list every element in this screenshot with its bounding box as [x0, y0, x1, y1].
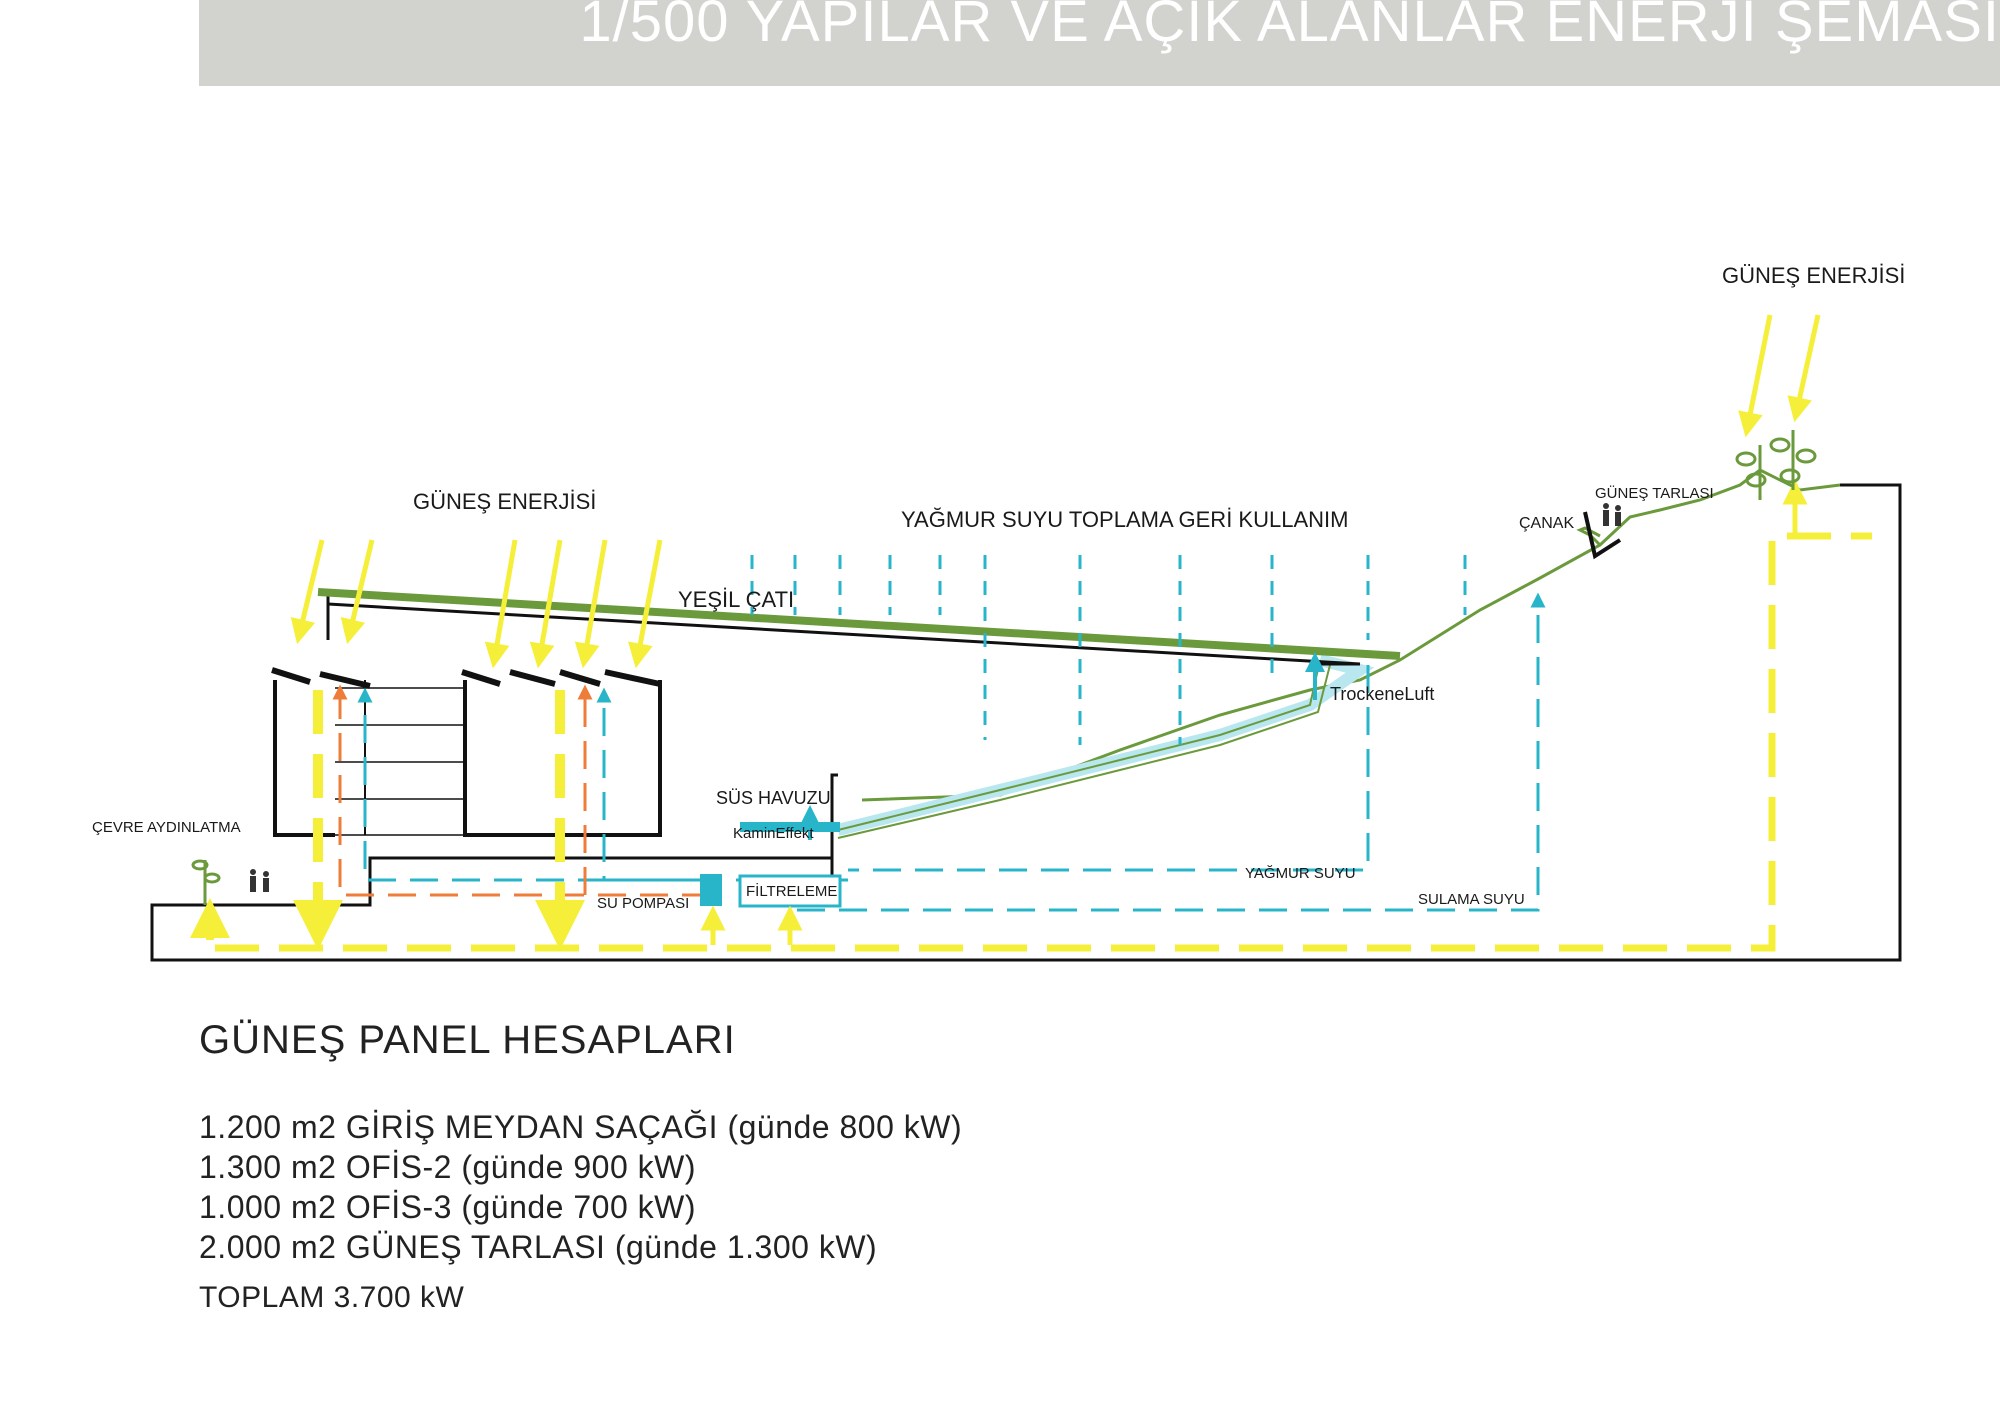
filtering-box	[738, 874, 842, 908]
solar-rays-right	[1738, 314, 1821, 438]
panel-calc-line: 1.300 m2 OFİS-2 (günde 900 kW)	[199, 1149, 696, 1185]
energy-section-diagram: GÜNEŞ ENERJİSİ GÜNEŞ ENERJİSİ YAĞMUR SUY…	[92, 263, 1905, 962]
solar-panel-calculations: GÜNEŞ PANEL HESAPLARI 1.200 m2 GİRİŞ MEY…	[199, 1018, 1399, 1315]
ground-section-outline	[150, 483, 1902, 962]
label-rain-water: YAĞMUR SUYU	[1245, 865, 1356, 882]
label-rainwater-collection: YAĞMUR SUYU TOPLAMA GERİ KULLANIM	[901, 507, 1348, 532]
label-solar-field: GÜNEŞ TARLASI	[1595, 484, 1714, 502]
panel-calc-heading: GÜNEŞ PANEL HESAPLARI	[199, 1018, 736, 1062]
label-solar-energy-left: GÜNEŞ ENERJİSİ	[413, 489, 596, 514]
label-pond: SÜS HAVUZU	[716, 788, 831, 808]
page-title: 1/500 YAPILAR VE AÇIK ALANLAR ENERJİ ŞEM…	[579, 0, 2000, 54]
people-icon	[250, 503, 1621, 892]
label-chimney-effect: KaminEffekt	[733, 825, 814, 842]
label-irrigation-water: SULAMA SUYU	[1418, 891, 1525, 908]
panel-calc-line: 2.000 m2 GÜNEŞ TARLASI (günde 1.300 kW)	[199, 1229, 878, 1265]
water-pump	[700, 874, 722, 906]
tree-icon	[191, 430, 1817, 905]
label-water-pump: SU POMPASI	[597, 895, 689, 912]
label-dry-air: TrockeneLuft	[1330, 684, 1434, 704]
building-office-2	[271, 667, 465, 837]
pond	[740, 822, 840, 832]
label-ambient-lighting: ÇEVRE AYDINLATMA	[92, 819, 241, 836]
title-banner: 1/500 YAPILAR VE AÇIK ALANLAR ENERJİ ŞEM…	[199, 0, 2000, 86]
solar-energy-distribution	[190, 479, 1872, 952]
solar-rays-left	[290, 539, 663, 669]
green-roof	[317, 588, 1401, 666]
label-filtering: FİLTRELEME	[746, 882, 837, 900]
canak-bowl	[1583, 511, 1622, 560]
panel-calc-total: TOPLAM 3.700 kW	[199, 1281, 465, 1314]
panel-calc-line: 1.200 m2 GİRİŞ MEYDAN SAÇAĞI (günde 800 …	[199, 1109, 963, 1145]
label-green-roof: YEŞİL ÇATI	[678, 587, 794, 612]
label-canak: ÇANAK	[1519, 515, 1574, 532]
panel-calc-line: 1.000 m2 OFİS-3 (günde 700 kW)	[199, 1189, 696, 1225]
label-solar-energy-right: GÜNEŞ ENERJİSİ	[1722, 263, 1905, 288]
chimney-duct	[836, 654, 1375, 839]
heat-flow	[332, 684, 710, 897]
rainwater-dashes	[750, 555, 1467, 745]
